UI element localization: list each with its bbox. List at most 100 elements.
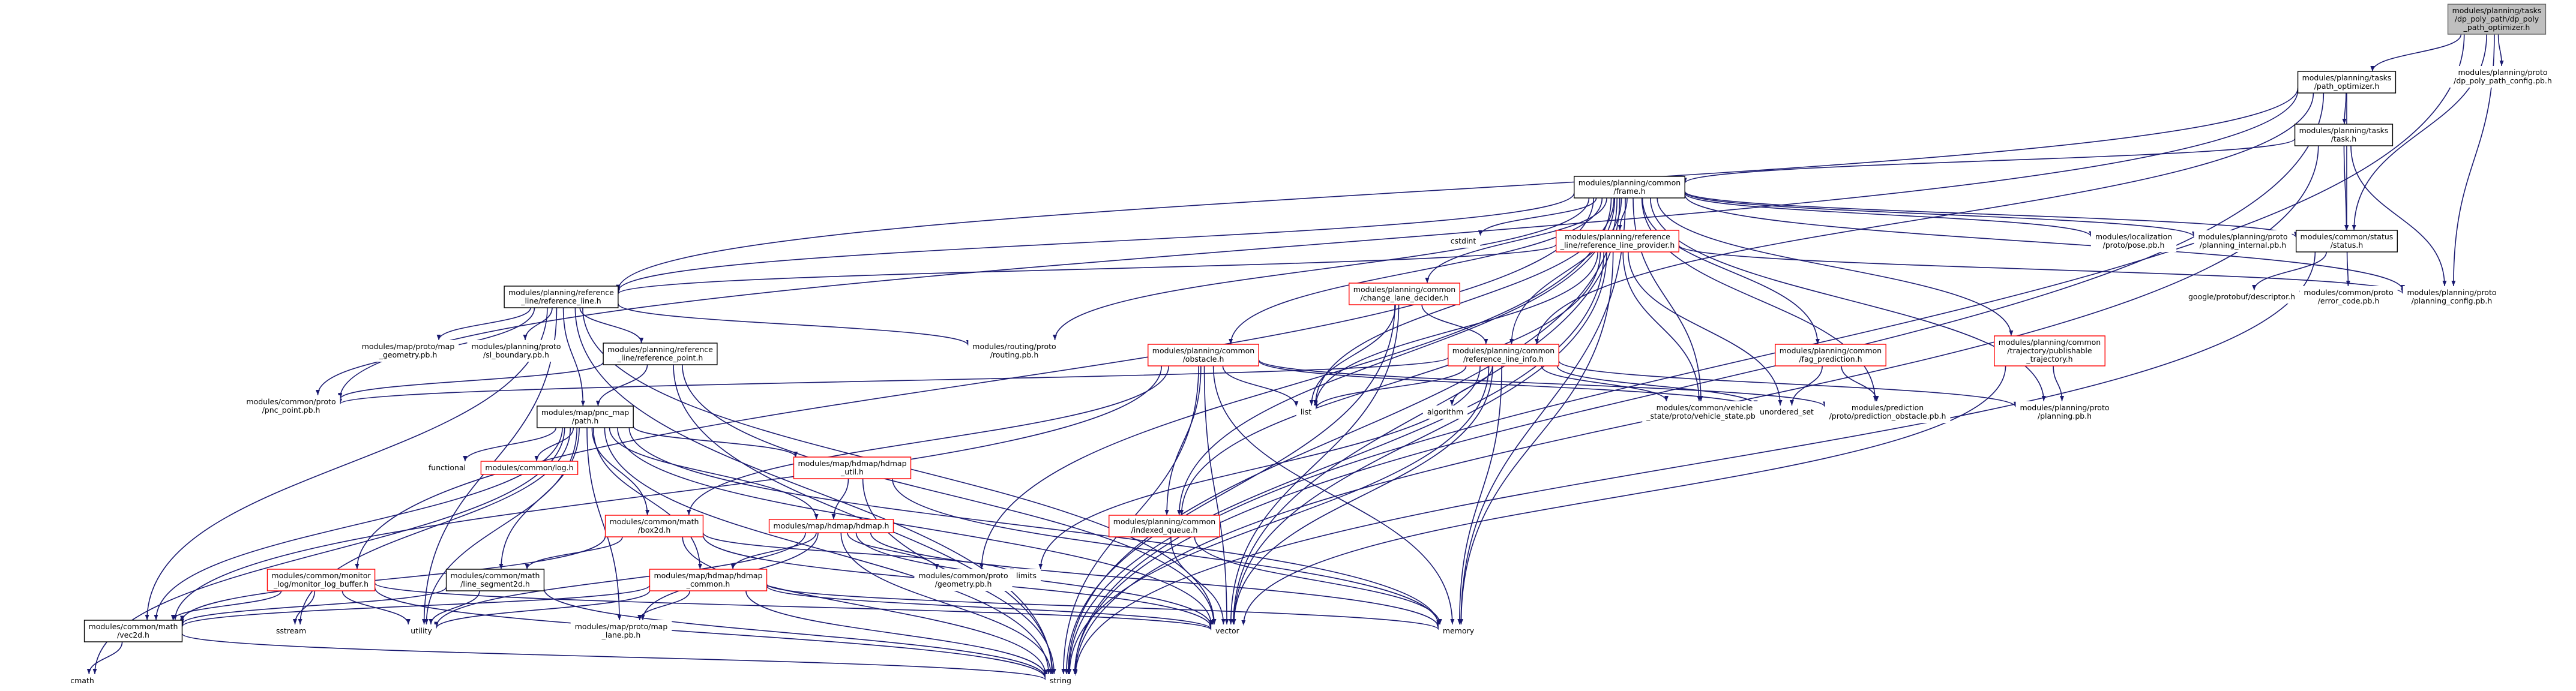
node-change-lane-decider[interactable]: modules/planning/common/change_lane_deci… — [1349, 283, 1460, 305]
node-path-optimizer[interactable]: modules/planning/tasks/path_optimizer.h — [2297, 71, 2397, 94]
edge-reference-point-to-pnc-point-pb — [338, 362, 604, 399]
edge-line-segment2d-to-utility — [429, 590, 480, 625]
edge-change-lane-decider-to-reference-line-info — [1421, 304, 1488, 345]
node-box — [504, 286, 619, 308]
node-box — [570, 620, 672, 642]
node-descriptor[interactable]: google/protobuf/descriptor.h — [2184, 290, 2299, 304]
node-label-line: _util.h — [840, 467, 864, 476]
node-list[interactable]: list — [1296, 405, 1316, 419]
node-planning-internal-pb[interactable]: modules/planning/proto/planning_internal… — [2194, 230, 2292, 252]
edge-trajectory-publishable-to-planning-pb — [2053, 365, 2065, 402]
node-box — [1438, 624, 1479, 638]
node-box — [2297, 71, 2397, 94]
node-trajectory-publishable[interactable]: modules/planning/common/trajectory/publi… — [1994, 335, 2105, 366]
node-frame[interactable]: modules/planning/common/frame.h — [1574, 176, 1685, 199]
node-label-line: /proto/pose.pb.h — [2103, 241, 2165, 250]
node-routing-pb[interactable]: modules/routing/proto/routing.pb.h — [968, 340, 1061, 362]
node-hdmap-common[interactable]: modules/map/hdmap/hdmap_common.h — [649, 569, 768, 591]
node-pnc-point-pb[interactable]: modules/common/proto/pnc_point.pb.h — [242, 395, 340, 417]
edge-obstacle-to-prediction-obstacle-pb — [1258, 359, 1827, 407]
node-dp-poly-path-config-pb[interactable]: modules/planning/proto/dp_poly_path_conf… — [2449, 66, 2556, 88]
edge-hdmap-to-utility — [434, 532, 806, 627]
edge-monitor-log-buffer-to-sstream — [292, 590, 316, 625]
node-box — [242, 395, 340, 417]
node-label-line: /planning_config.pb.h — [2412, 296, 2493, 305]
node-map-lane-pb[interactable]: modules/map/proto/map_lane.pb.h — [570, 620, 672, 642]
edge-path-to-vec2d — [154, 427, 563, 621]
edge-monitor-log-buffer-to-vec2d — [170, 590, 282, 621]
node-label-line: _lane.pb.h — [601, 630, 641, 639]
node-cmath[interactable]: cmath — [66, 674, 98, 687]
node-functional[interactable]: functional — [424, 461, 471, 474]
edge-path-optimizer-to-reference-line-info — [1535, 92, 2314, 345]
node-hdmap-util[interactable]: modules/map/hdmap/hdmap_util.h — [793, 456, 912, 479]
node-layer: modules/planning/tasks/dp_poly_path/dp_p… — [66, 4, 2556, 687]
node-path[interactable]: modules/map/pnc_map/path.h — [537, 405, 634, 428]
node-label-line: cstdint — [1451, 236, 1476, 245]
node-fag-prediction[interactable]: modules/planning/common/fag_prediction.h — [1775, 344, 1886, 366]
node-line-segment2d[interactable]: modules/common/math/line_segment2d.h — [445, 569, 545, 591]
node-hdmap[interactable]: modules/map/hdmap/hdmap.h — [768, 519, 894, 533]
edge-reference-line-info-to-list — [1313, 365, 1467, 410]
node-unordered-set[interactable]: unordered_set — [1756, 405, 1818, 419]
edge-path-optimizer-to-task — [2342, 92, 2347, 125]
node-label-line: /line_segment2d.h — [460, 579, 530, 588]
node-label-line: _path_optimizer.h — [2463, 23, 2530, 32]
node-label-line: modules/routing/proto — [972, 342, 1056, 351]
node-label-line: modules/planning/proto — [471, 342, 561, 351]
node-geometry-pb[interactable]: modules/common/proto/geometry.pb.h — [914, 569, 1013, 591]
edge-reference-line-provider-to-list — [1313, 251, 1599, 407]
node-vec2d[interactable]: modules/common/math/vec2d.h — [83, 620, 183, 642]
node-label-line: modules/prediction — [1852, 403, 1924, 412]
node-pose-pb[interactable]: modules/localization/proto/pose.pb.h — [2090, 230, 2177, 252]
node-limits[interactable]: limits — [1011, 569, 1041, 582]
node-label-line: modules/planning/proto — [2020, 403, 2109, 412]
node-planning-pb[interactable]: modules/planning/proto/planning.pb.h — [2015, 401, 2114, 423]
node-string[interactable]: string — [1046, 674, 1076, 687]
node-reference-line-provider[interactable]: modules/planning/reference_line/referenc… — [1555, 230, 1680, 253]
node-label-line: _line/reference_line_provider.h — [1560, 241, 1675, 250]
node-log[interactable]: modules/common/log.h — [480, 461, 579, 475]
edge-reference-line-provider-to-indexed-queue — [1179, 251, 1601, 516]
node-label-line: /status.h — [2331, 241, 2364, 250]
node-planning-config-pb[interactable]: modules/planning/proto/planning_config.p… — [2403, 286, 2501, 308]
node-label-line: modules/map/hdmap/hdmap — [798, 459, 906, 468]
node-reference-line-info[interactable]: modules/planning/common/reference_line_i… — [1448, 344, 1559, 366]
node-reference-point[interactable]: modules/planning/reference_line/referenc… — [603, 343, 718, 365]
edge-path-to-map-lane-pb — [586, 427, 622, 621]
edge-reference-line-to-string — [574, 307, 1055, 675]
node-sl-boundary-pb[interactable]: modules/planning/proto/sl_boundary.pb.h — [467, 340, 565, 362]
edge-reference-line-to-sl-boundary-pb — [523, 307, 553, 341]
node-reference-line[interactable]: modules/planning/reference_line/referenc… — [504, 286, 619, 308]
node-monitor-log-buffer[interactable]: modules/common/monitor_log/monitor_log_b… — [266, 569, 376, 591]
node-task[interactable]: modules/planning/tasks/task.h — [2294, 124, 2394, 146]
node-label-line: modules/map/pnc_map — [541, 408, 629, 417]
node-status[interactable]: modules/common/status/status.h — [2295, 230, 2398, 253]
node-error-code-pb[interactable]: modules/common/proto/error_code.pb.h — [2299, 286, 2398, 308]
node-box2d[interactable]: modules/common/math/box2d.h — [604, 515, 704, 537]
node-label-line: modules/common/math — [89, 622, 178, 631]
node-label-line: /sl_boundary.pb.h — [483, 350, 549, 359]
node-prediction-obstacle-pb[interactable]: modules/prediction/proto/prediction_obst… — [1825, 401, 1951, 423]
node-label-line: /path.h — [572, 416, 599, 425]
node-vehicle-state-pb[interactable]: modules/common/vehicle_state/proto/vehic… — [1642, 401, 1767, 423]
edge-hdmap-common-to-vec2d — [180, 585, 651, 627]
node-label-line: _common.h — [686, 579, 730, 588]
node-memory[interactable]: memory — [1438, 624, 1479, 638]
node-label-line: modules/planning/reference — [1565, 232, 1670, 241]
node-label-line: cmath — [70, 676, 94, 685]
node-indexed-queue[interactable]: modules/planning/common/indexed_queue.h — [1109, 515, 1220, 537]
node-map-geometry-pb[interactable]: modules/map/proto/map_geometry.pb.h — [357, 340, 459, 362]
edge-frame-to-trajectory-publishable — [1657, 197, 2014, 337]
node-algorithm[interactable]: algorithm — [1422, 405, 1468, 419]
node-cstdint[interactable]: cstdint — [1446, 235, 1481, 248]
node-label-line: modules/common/math — [610, 517, 699, 526]
node-vector[interactable]: vector — [1211, 624, 1244, 638]
node-utility[interactable]: utility — [406, 624, 436, 638]
node-label-line: /trajectory/publishable — [2007, 346, 2092, 355]
node-obstacle[interactable]: modules/planning/common/obstacle.h — [1148, 344, 1259, 366]
edge-vec2d-to-string — [181, 633, 1048, 681]
node-label-line: modules/planning/tasks — [2452, 6, 2542, 15]
node-sstream[interactable]: sstream — [271, 624, 311, 638]
edge-frame-to-cstdint — [1478, 197, 1597, 236]
